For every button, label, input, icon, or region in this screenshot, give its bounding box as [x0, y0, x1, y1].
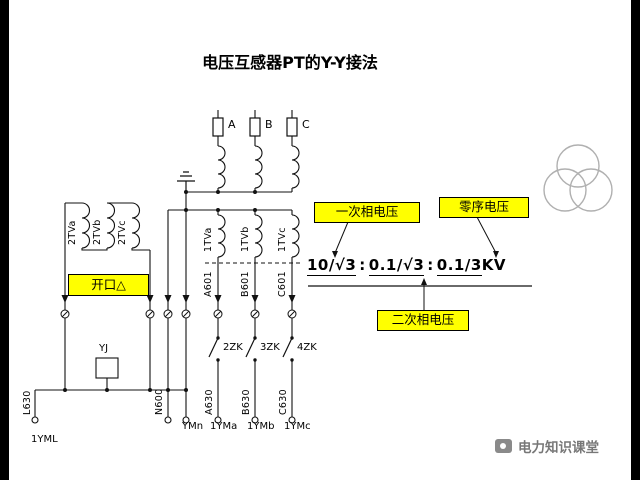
- left-border-bar: [0, 0, 9, 480]
- fuse-symbols: [212, 117, 298, 137]
- ratio-zero-seq-value: 0.1/3: [436, 256, 482, 276]
- right-border-bar: [631, 0, 640, 480]
- wire-label-a630: A630: [204, 389, 215, 415]
- callout-secondary-phase-voltage: 二次相电压: [377, 310, 469, 331]
- watermark: 电力知识课堂: [495, 436, 599, 456]
- leader-arrowhead-primary: [332, 251, 338, 258]
- ratio-secondary-value: 0.1/√3: [368, 256, 425, 276]
- wire-label-a601: A601: [203, 271, 214, 297]
- ratio-primary-value: 10/√3: [307, 256, 357, 276]
- relay-label: YJ: [99, 343, 109, 354]
- wire-label-l630: L630: [22, 390, 33, 415]
- winding-label-2tva: 2TVa: [67, 220, 78, 245]
- junction-dots: [63, 190, 294, 392]
- flow-arrows: [61, 251, 499, 303]
- wire-label-b601: B601: [240, 271, 251, 297]
- leader-arrowhead-secondary: [421, 278, 427, 285]
- transformer-circles-icon: [543, 144, 613, 212]
- bus-label-1ymb: 1YMb: [247, 421, 275, 432]
- callout-zero-sequence-voltage: 零序电压: [439, 197, 529, 218]
- camera-icon: [495, 439, 512, 453]
- fuse-label-c: C: [302, 118, 310, 131]
- callout-leader-lines: [308, 216, 532, 311]
- switch-label-2zk: 2ZK: [223, 342, 243, 353]
- winding-label-2tvc: 2TVc: [117, 220, 128, 245]
- winding-label-2tvb: 2TVb: [92, 219, 103, 245]
- bus-label-1yma: 1YMa: [210, 421, 238, 432]
- wire-label-c630: C630: [278, 389, 289, 415]
- callout-primary-phase-voltage: 一次相电压: [314, 202, 420, 223]
- wire-label-n600: N600: [154, 388, 165, 415]
- watermark-text: 电力知识课堂: [518, 440, 599, 456]
- terminal-circles: [31, 416, 296, 424]
- neutral-wires: [167, 191, 292, 417]
- ground-icon: [177, 171, 195, 192]
- winding-label-1tva: 1TVa: [203, 227, 214, 252]
- winding-label-1tvb: 1TVb: [240, 226, 251, 252]
- test-terminal-icons: [60, 309, 297, 319]
- ratio-colon-2: :: [427, 256, 434, 274]
- switch-symbols: [208, 337, 293, 358]
- voltage-relay-symbol: [95, 357, 119, 379]
- winding-label-1tvc: 1TVc: [277, 227, 288, 252]
- switch-label-4zk: 4ZK: [297, 342, 317, 353]
- ratio-formula: 10/√3:0.1/√3:0.1/3KV: [307, 256, 507, 276]
- bus-label-ymn: YMn: [182, 421, 204, 432]
- fuse-label-a: A: [228, 118, 236, 131]
- secondary-winding-coils: [217, 214, 300, 258]
- primary-winding-coils: [217, 145, 300, 189]
- wire-label-b630: B630: [241, 389, 252, 415]
- ratio-colon-1: :: [359, 256, 366, 274]
- callout-open-delta: 开口△: [68, 274, 149, 296]
- camera-lens-icon: [500, 443, 506, 449]
- ratio-unit: KV: [481, 256, 507, 274]
- bus-label-1ymc: 1YMc: [284, 421, 311, 432]
- relay-wiring: [34, 357, 186, 417]
- page-title: 电压互感器PT的Y-Y接法: [202, 53, 378, 72]
- fuse-label-b: B: [265, 118, 273, 131]
- open-delta-winding-coils: [64, 202, 151, 390]
- leader-arrowhead-zero-seq: [493, 251, 499, 258]
- wire-label-c601: C601: [277, 271, 288, 297]
- bus-label-1yml: 1YML: [31, 434, 58, 445]
- switch-label-3zk: 3ZK: [260, 342, 280, 353]
